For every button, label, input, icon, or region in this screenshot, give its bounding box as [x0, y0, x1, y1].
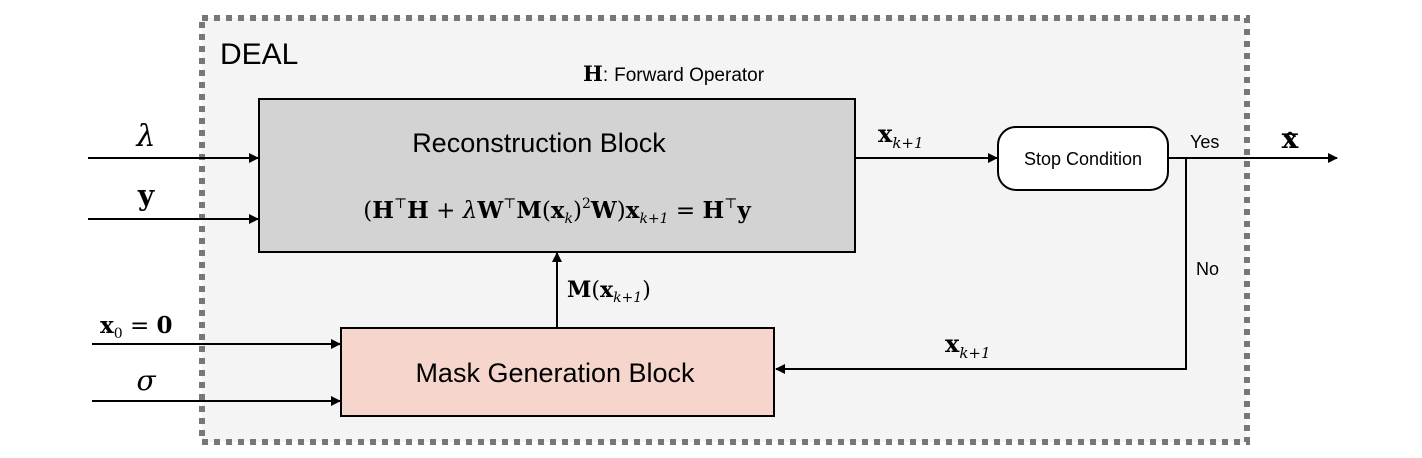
mask-feedback-label: M(xk+1) — [567, 277, 651, 306]
deal-title: DEAL — [220, 38, 298, 71]
reconstruction-equation: (H⊤H + λW⊤M(xk)2W)xk+1 = H⊤y — [363, 196, 751, 227]
x0-input-label: x0 = 0 — [100, 312, 173, 342]
reconstruction-block-title: Reconstruction Block — [412, 128, 666, 158]
no-feedback-arrow — [775, 158, 1187, 374]
lambda-input-label: λ — [135, 119, 155, 154]
xk1-top-label: xk+1 — [878, 119, 924, 152]
output-x-hat-mark: ^ — [1282, 127, 1299, 151]
mask-generation-block-title: Mask Generation Block — [415, 358, 695, 388]
xk1-bottom-label: xk+1 — [945, 329, 991, 362]
reconstruction-block — [258, 98, 856, 253]
no-label: No — [1196, 259, 1219, 279]
sigma-input-label: σ — [136, 364, 156, 397]
stop-condition-label: Stop Condition — [1024, 149, 1142, 169]
mask-generation-block — [340, 327, 775, 417]
output-x-hat: x — [1282, 122, 1299, 155]
y-input-label: y — [137, 179, 155, 212]
forward-operator-colon: : — [603, 65, 608, 86]
forward-operator-label: H: Forward Operator — [583, 61, 765, 86]
forward-operator-symbol: H — [583, 61, 603, 86]
yes-label: Yes — [1190, 132, 1219, 152]
forward-operator-text: Forward Operator — [614, 65, 765, 86]
